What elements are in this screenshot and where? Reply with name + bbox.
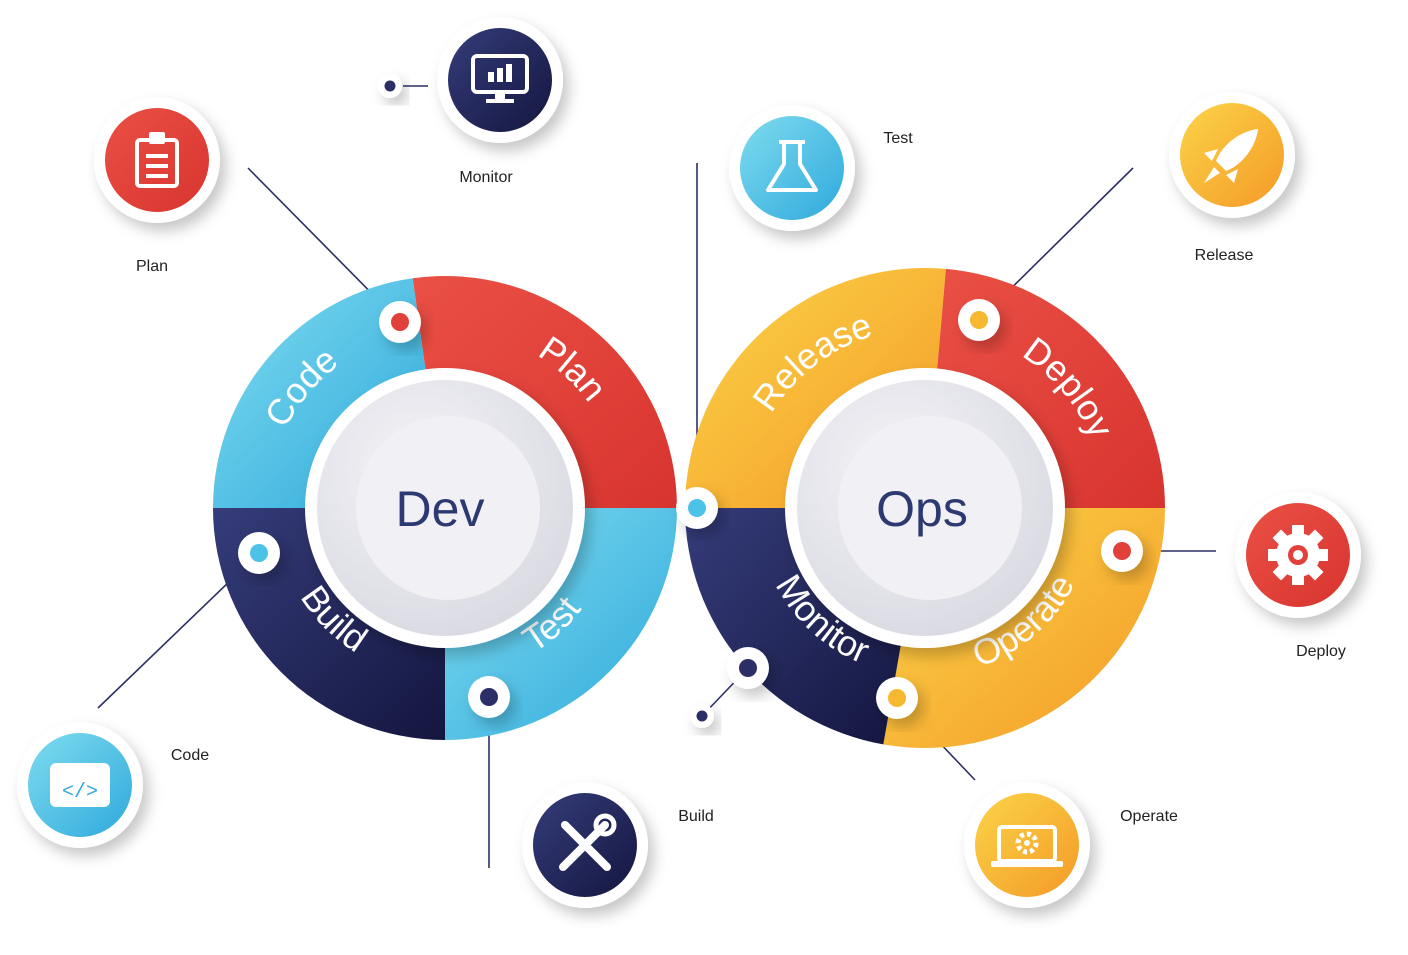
callout-monitor [437,17,563,143]
callouts: </> [17,17,1361,908]
dev-hub [305,368,585,648]
svg-text:</>: </> [62,781,98,804]
callout-test [729,105,855,231]
clipboard-icon [135,132,179,188]
ring-markers [238,74,1143,728]
callout-label-deploy: Deploy [1296,643,1346,660]
ops-hub-label: Ops [876,481,968,537]
dev-hub-label: Dev [396,481,485,537]
ring-marker-operate [876,677,918,719]
callout-label-release: Release [1195,247,1254,264]
ring-marker-plan [379,301,421,343]
gear-icon [1268,525,1328,585]
ring-segment-plan [412,276,677,508]
callout-release [1169,92,1295,218]
ring-segment-release [685,267,946,508]
ring-segment-code [213,278,426,508]
ring-marker-release [958,299,1000,341]
ops-hub [785,368,1065,648]
callout-deploy [1235,492,1361,618]
laptop-gear-icon [991,825,1063,867]
ring-marker-code [238,532,280,574]
flask-icon [766,140,818,192]
tools-icon [559,813,617,871]
monitor-chart-icon [471,54,529,103]
callout-label-plan: Plan [136,258,168,275]
ring-segment-monitor [685,508,902,745]
connector-end-dot [690,704,714,728]
callout-label-monitor: Monitor [459,169,513,186]
callout-build [522,782,648,908]
callout-code: </> [17,722,143,848]
code-window-icon: </> [50,763,110,807]
callout-label-test: Test [883,130,913,147]
ring-marker-monitor [727,647,769,689]
ring-segment-operate [883,508,1165,749]
callout-plan [94,97,220,223]
ring-marker-build [468,676,510,718]
ring-marker-test [676,487,718,529]
callout-operate [964,782,1090,908]
callout-label-code: Code [171,747,209,764]
callout-label-build: Build [678,808,714,825]
connector-end-dot [378,74,402,98]
rocket-icon [1204,129,1258,183]
ring-marker-deploy [1101,530,1143,572]
callout-label-operate: Operate [1120,808,1178,825]
